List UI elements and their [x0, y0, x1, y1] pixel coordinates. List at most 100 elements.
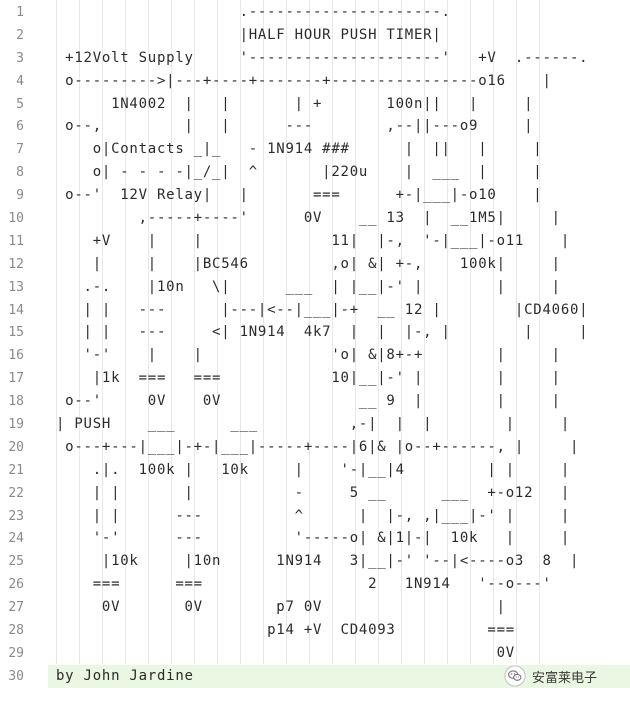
- line-number: 8: [16, 165, 24, 181]
- line-number-cell: 21: [0, 459, 48, 482]
- line-text: | | --- <| 1N914 4k7 | | |-, | | |: [56, 324, 589, 341]
- code-line: 23 | | --- ^ | |-, ,|___|-' | |: [0, 505, 630, 528]
- line-number-cell: 15: [0, 321, 48, 344]
- line-number-cell: 4: [0, 70, 48, 93]
- line-number: 9: [16, 188, 24, 204]
- code-line: 8 o| - - - -|_/_| ^ |220u | ___ | |: [0, 161, 630, 184]
- line-number-cell: 22: [0, 482, 48, 505]
- line-text: o--' 12V Relay| | === +-|___|-o10 |: [56, 187, 543, 204]
- code-line: 30 by John Jardine: [0, 664, 630, 688]
- line-text: p14 +V CD4093 ===: [56, 622, 515, 639]
- line-text: +V | | 11| |-, '-|___|-o11 |: [56, 232, 571, 249]
- code-line: 4 o--------->|---+----+-------+---------…: [0, 70, 630, 93]
- line-text: === === 2 1N914 '--o---': [56, 576, 552, 593]
- line-number: 5: [16, 96, 24, 112]
- line-number-cell: 13: [0, 276, 48, 299]
- line-number: 13: [8, 279, 24, 295]
- code-line: 14 | | --- |---|<--|___|-+ __ 12 | |CD40…: [0, 299, 630, 322]
- line-text: |1k === === 10|__|-' | | |: [56, 370, 561, 387]
- line-text: o--------->|---+----+-------+-----------…: [56, 72, 552, 89]
- wechat-icon: [504, 665, 526, 687]
- line-number: 10: [8, 211, 24, 227]
- code-line: 21 .|. 100k | 10k | '-|__|4 | | |: [0, 459, 630, 482]
- line-number: 20: [8, 439, 24, 455]
- line-number: 12: [8, 256, 24, 272]
- line-number: 29: [8, 645, 24, 661]
- code-line: 9 o--' 12V Relay| | === +-|___|-o10 |: [0, 184, 630, 207]
- code-line: 13 .-. |10n \| ___ | |__|-' | | |: [0, 276, 630, 299]
- line-text: by John Jardine: [56, 667, 194, 684]
- line-text: o--' 0V 0V __ 9 | | |: [56, 393, 561, 410]
- line-text: o--, | | --- ,--||---o9 |: [56, 118, 534, 135]
- line-text: o| - - - -|_/_| ^ |220u | ___ | |: [56, 164, 543, 181]
- line-text: o---+---|___|-+-|___|-----+----|6|& |o--…: [56, 438, 580, 455]
- code-line: 25 |10k |10n 1N914 3|__|-' '--|<----o3 8…: [0, 550, 630, 573]
- line-number-cell: 20: [0, 436, 48, 459]
- line-number-cell: 30: [0, 664, 48, 688]
- line-number: 28: [8, 623, 24, 639]
- code-line: 29 0V: [0, 642, 630, 665]
- code-line: 3 +12Volt Supply '---------------------'…: [0, 47, 630, 70]
- line-text: 1N4002 | | | + 100n|| | |: [56, 95, 534, 112]
- line-number-cell: 16: [0, 344, 48, 367]
- line-text: | PUSH ___ ___ ,-| | | | |: [56, 416, 571, 433]
- line-number: 17: [8, 371, 24, 387]
- line-number-cell: 18: [0, 390, 48, 413]
- line-number: 15: [8, 325, 24, 341]
- line-text: .-. |10n \| ___ | |__|-' | | |: [56, 278, 561, 295]
- line-text: 0V 0V p7 0V |: [56, 599, 506, 616]
- line-number-cell: 5: [0, 93, 48, 116]
- line-number: 3: [16, 50, 24, 66]
- code-line: 6 o--, | | --- ,--||---o9 |: [0, 115, 630, 138]
- line-number-gutter: [0, 0, 48, 704]
- line-number: 25: [8, 554, 24, 570]
- line-number: 30: [8, 668, 24, 684]
- line-number: 7: [16, 142, 24, 158]
- line-number: 11: [8, 233, 24, 249]
- line-number-cell: 19: [0, 413, 48, 436]
- line-number-cell: 2: [0, 24, 48, 47]
- line-number: 2: [16, 27, 24, 43]
- code-line: 18 o--' 0V 0V __ 9 | | |: [0, 390, 630, 413]
- line-number-cell: 25: [0, 550, 48, 573]
- line-text: | | --- ^ | |-, ,|___|-' | |: [56, 507, 571, 524]
- line-number: 16: [8, 348, 24, 364]
- line-number-cell: 12: [0, 253, 48, 276]
- line-number-cell: 27: [0, 596, 48, 619]
- watermark-label: 安富莱电子: [532, 670, 598, 686]
- line-text: |HALF HOUR PUSH TIMER|: [56, 26, 442, 43]
- line-number: 27: [8, 600, 24, 616]
- line-number-cell: 28: [0, 619, 48, 642]
- line-text: .|. 100k | 10k | '-|__|4 | | |: [56, 461, 571, 478]
- line-text: '-' --- '-----o| &|1|-| 10k | |: [56, 530, 571, 547]
- line-number-cell: 26: [0, 573, 48, 596]
- line-text: ,-----+----' 0V __ 13 | __1M5| |: [56, 210, 561, 227]
- code-line: 15 | | --- <| 1N914 4k7 | | |-, | | |: [0, 321, 630, 344]
- line-number: 6: [16, 119, 24, 135]
- code-line: 17 |1k === === 10|__|-' | | |: [0, 367, 630, 390]
- code-line: 5 1N4002 | | | + 100n|| | |: [0, 93, 630, 116]
- code-line: 10 ,-----+----' 0V __ 13 | __1M5| |: [0, 207, 630, 230]
- line-number-cell: 23: [0, 505, 48, 528]
- line-number: 1: [16, 5, 24, 20]
- line-number-cell: 17: [0, 367, 48, 390]
- code-line: 24 '-' --- '-----o| &|1|-| 10k | |: [0, 527, 630, 550]
- line-text: | | |BC546 ,o| &| +-, 100k| |: [56, 255, 561, 272]
- line-number-cell: 14: [0, 299, 48, 322]
- line-number-cell: 29: [0, 642, 48, 665]
- line-text: +12Volt Supply '---------------------' +…: [56, 49, 589, 66]
- line-number-cell: 8: [0, 161, 48, 184]
- line-number-cell: 3: [0, 47, 48, 70]
- line-number-cell: 6: [0, 115, 48, 138]
- code-line: 2 |HALF HOUR PUSH TIMER|: [0, 24, 630, 47]
- code-line: 1 .---------------------.: [0, 1, 630, 24]
- line-text: .---------------------.: [56, 4, 451, 20]
- line-number: 19: [8, 417, 24, 433]
- line-text: '-' | | 'o| &|8+-+ | |: [56, 347, 561, 364]
- line-text: | | | - 5 __ ___ +-o12 |: [56, 484, 571, 501]
- code-line: 20 o---+---|___|-+-|___|-----+----|6|& |…: [0, 436, 630, 459]
- line-number: 22: [8, 485, 24, 501]
- code-line: 27 0V 0V p7 0V |: [0, 596, 630, 619]
- line-number: 18: [8, 394, 24, 410]
- line-number-cell: 7: [0, 138, 48, 161]
